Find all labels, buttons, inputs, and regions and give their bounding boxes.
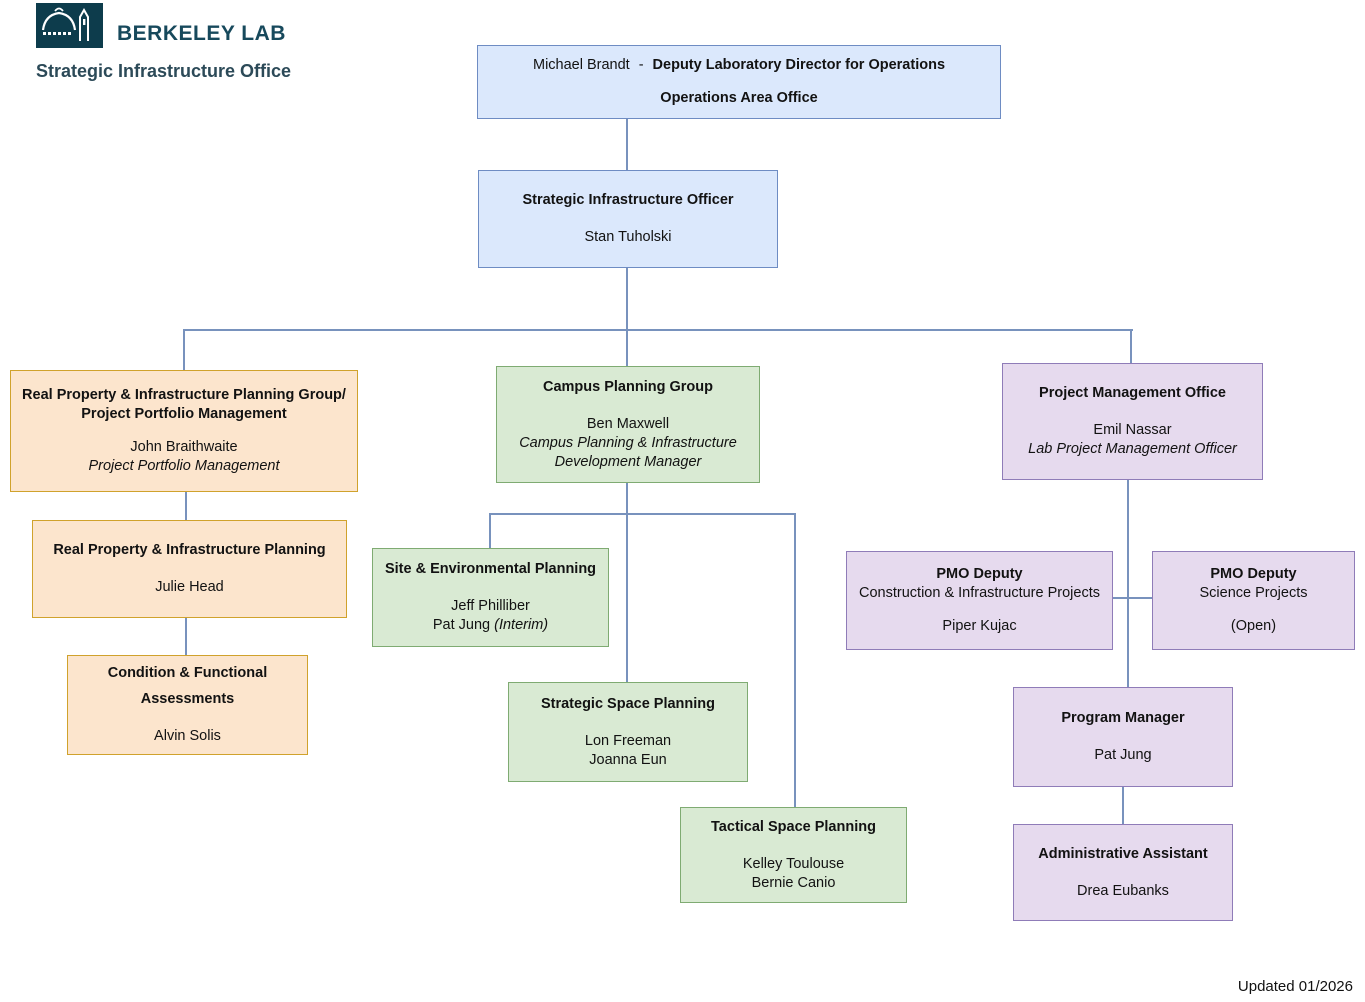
person-name: Stan Tuholski xyxy=(584,229,672,245)
role-title: PMO Deputy xyxy=(936,566,1023,582)
updated-date: Updated 01/2026 xyxy=(1237,978,1353,995)
group-title-line2: Assessments xyxy=(140,691,235,707)
org-node-strategic-infrastructure-officer: Strategic Infrastructure Officer Stan Tu… xyxy=(478,170,778,268)
org-node-strategic-space-planning: Strategic Space Planning Lon Freeman Joa… xyxy=(508,682,748,782)
connector-rpipgroup-to-rpip xyxy=(185,492,187,520)
person-name: Michael Brandt xyxy=(532,57,630,73)
person-name-2: Bernie Canio xyxy=(751,874,836,891)
connector-sio-down xyxy=(626,268,628,330)
person-name: Pat Jung xyxy=(1094,747,1152,763)
org-node-deputy-laboratory-director: Michael Brandt-Deputy Laboratory Directo… xyxy=(477,45,1001,119)
role-title: Administrative Assistant xyxy=(1038,845,1208,862)
role-title: Deputy Laboratory Director for Operation… xyxy=(652,57,946,73)
connector-drop-sep xyxy=(489,513,491,548)
person-role-line1: Campus Planning & Infrastructure xyxy=(519,434,737,451)
berkeley-lab-logo-icon xyxy=(36,3,103,48)
person-name: Ben Maxwell xyxy=(586,415,670,432)
org-node-project-management-office: Project Management Office Emil Nassar La… xyxy=(1002,363,1263,480)
org-node-real-property-infrastructure-planning: Real Property & Infrastructure Planning … xyxy=(32,520,347,618)
org-node-condition-functional-assessments: Condition & Functional Assessments Alvin… xyxy=(67,655,308,755)
person-name: Alvin Solis xyxy=(154,728,221,744)
connector-rpip-to-cfa xyxy=(185,618,187,655)
person-name: Emil Nassar xyxy=(1093,422,1172,438)
connector-pmo-to-pm xyxy=(1127,480,1129,687)
org-node-site-environmental-planning: Site & Environmental Planning Jeff Phill… xyxy=(372,548,609,647)
group-title-line1: Condition & Functional xyxy=(107,665,268,681)
group-title: Strategic Space Planning xyxy=(540,695,716,712)
org-name: BERKELEY LAB xyxy=(117,22,286,45)
brand-header: BERKELEY LAB Strategic Infrastructure Of… xyxy=(36,3,291,82)
org-unit: Operations Area Office xyxy=(660,90,818,106)
org-node-pmo-deputy-construction: PMO Deputy Construction & Infrastructure… xyxy=(846,551,1113,650)
person-name: Lon Freeman xyxy=(584,732,672,749)
group-title-line1: Real Property & Infrastructure Planning … xyxy=(22,387,346,403)
role-subtitle: Science Projects xyxy=(1199,585,1308,601)
role-title: Program Manager xyxy=(1061,710,1185,726)
org-node-tactical-space-planning: Tactical Space Planning Kelley Toulouse … xyxy=(680,807,907,903)
org-node-administrative-assistant: Administrative Assistant Drea Eubanks xyxy=(1013,824,1233,921)
connector-main-horizontal xyxy=(184,329,1133,331)
person-name-2: Pat Jung xyxy=(432,617,491,633)
connector-top-to-sio xyxy=(626,119,628,170)
connector-drop-pmo xyxy=(1130,329,1132,364)
person-role: Project Portfolio Management xyxy=(88,458,280,474)
person-name-2: Joanna Eun xyxy=(589,751,667,768)
role-title: Strategic Infrastructure Officer xyxy=(522,192,734,208)
person-name: (Open) xyxy=(1230,618,1277,634)
person-note: (Interim) xyxy=(494,617,549,633)
org-node-real-property-planning-group: Real Property & Infrastructure Planning … xyxy=(10,370,358,492)
person-name: Jeff Philliber xyxy=(451,598,530,614)
connector-cpg-to-ssp xyxy=(626,483,628,683)
org-node-program-manager: Program Manager Pat Jung xyxy=(1013,687,1233,787)
org-node-pmo-deputy-science: PMO Deputy Science Projects (Open) xyxy=(1152,551,1355,650)
org-node-campus-planning-group: Campus Planning Group Ben Maxwell Campus… xyxy=(496,366,760,483)
person-role: Lab Project Management Officer xyxy=(1028,441,1237,457)
group-title: Real Property & Infrastructure Planning xyxy=(53,542,326,558)
connector-drop-cpg xyxy=(626,329,628,367)
role-subtitle: Construction & Infrastructure Projects xyxy=(859,585,1100,601)
connector-drop-rpip-group xyxy=(183,329,185,371)
connector-cpg-horizontal xyxy=(489,513,796,515)
group-title: Site & Environmental Planning xyxy=(384,561,597,577)
group-title-line2: Project Portfolio Management xyxy=(81,406,287,422)
person-name: Piper Kujac xyxy=(942,618,1017,634)
person-role-line2: Development Manager xyxy=(554,453,702,470)
person-name: Drea Eubanks xyxy=(1077,882,1169,899)
connector-pmo-deputies xyxy=(1113,597,1153,599)
group-title: Campus Planning Group xyxy=(543,378,713,395)
connector-pm-to-aa xyxy=(1122,787,1124,824)
group-title: Project Management Office xyxy=(1039,385,1226,401)
person-name: John Braithwaite xyxy=(130,439,238,455)
person-name: Julie Head xyxy=(155,579,224,595)
connector-drop-tsp xyxy=(794,513,796,807)
person-name: Kelley Toulouse xyxy=(742,855,845,872)
office-name: Strategic Infrastructure Office xyxy=(36,61,292,81)
separator: - xyxy=(638,57,644,73)
group-title: Tactical Space Planning xyxy=(711,818,876,835)
role-title: PMO Deputy xyxy=(1210,566,1297,582)
